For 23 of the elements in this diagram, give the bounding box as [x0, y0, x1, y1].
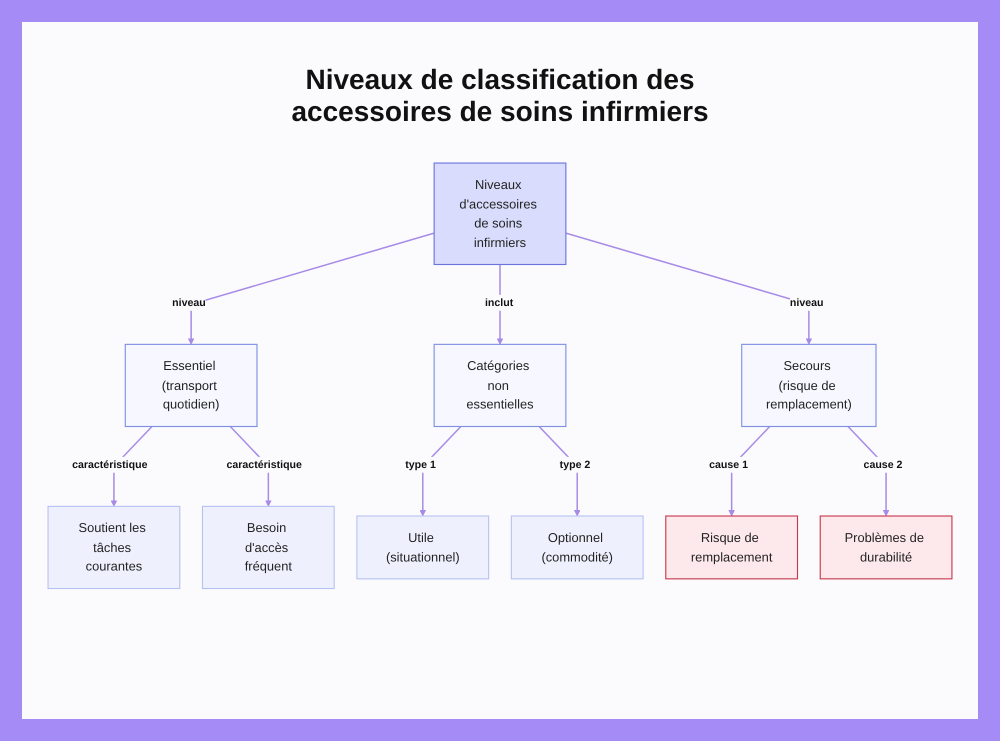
- node-box: [124, 344, 258, 428]
- edge-label: caractéristique: [72, 458, 148, 470]
- edge-label: caractéristique: [226, 458, 302, 470]
- node-box: [510, 515, 644, 580]
- edge-label: cause 2: [864, 458, 902, 470]
- node-box: [47, 506, 180, 590]
- diagram-title: Niveaux de classification des accessoires de soins infirmiers: [290, 64, 710, 128]
- arrow: [566, 232, 812, 345]
- node-box: [434, 344, 566, 428]
- node-box: [356, 515, 490, 580]
- edge-label: type 1: [405, 458, 436, 470]
- node-box: [434, 162, 566, 266]
- edge-label: niveau: [790, 296, 824, 308]
- edge-label: niveau: [172, 296, 206, 308]
- edge-label: type 2: [560, 458, 590, 470]
- card-background: Niveaux de classification des accessoires de soins infirmiers niveau inclut niveau caractéristique caractéristique type 1 type 2 cause 1 cause 2 Niveaux d'accessoires de soins infirmiers Essentiel (transport quotidien) Catégories non essentielles Secours (risque de remplacement) Soutient les tâches courantes Besoin d'accès fréquent Utile (situationnel) Optionnel (commodité) Risque de remplacement Problèmes de durabilité: [22, 22, 978, 719]
- node-box: [665, 515, 798, 580]
- edge-label: cause 1: [709, 458, 748, 470]
- arrow: [188, 232, 434, 345]
- edge-label: inclut: [484, 296, 514, 308]
- node-box: [820, 515, 953, 580]
- node-box: [741, 344, 877, 428]
- node-box: [202, 506, 335, 590]
